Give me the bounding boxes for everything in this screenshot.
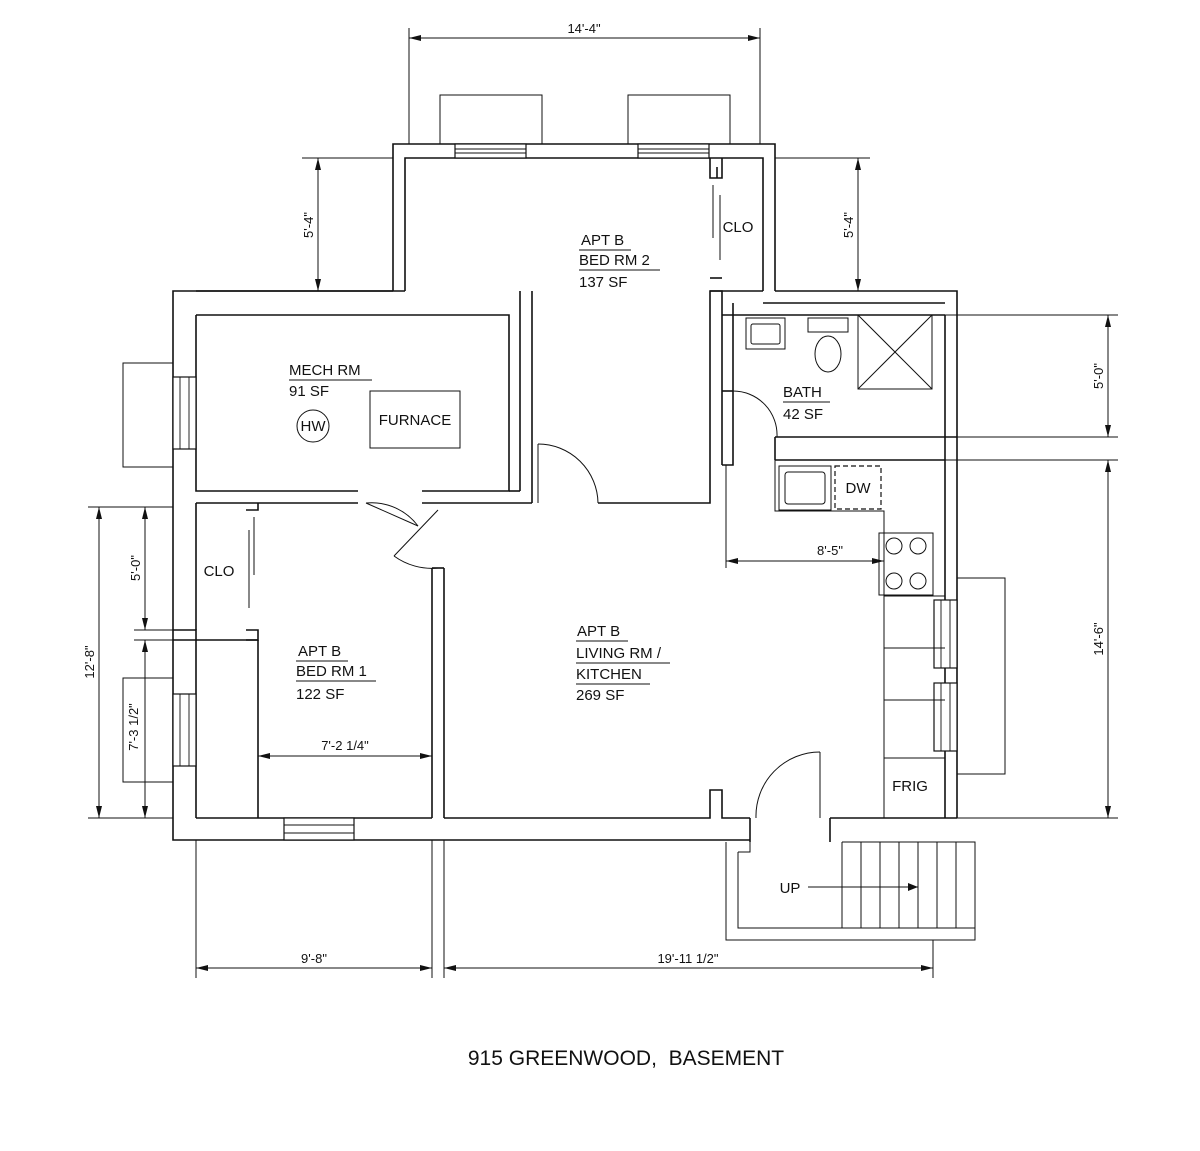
dimension-lines: 14'-4" 5'-4" 5'-4" 5'-0" 14'-6" 12'-8" xyxy=(82,21,1118,978)
dim-top-width: 14'-4" xyxy=(567,21,601,36)
room-bed1-line1: APT B xyxy=(298,643,341,660)
room-bed2-line2: BED RM 2 xyxy=(579,252,650,269)
window xyxy=(172,693,197,767)
toilet-bowl xyxy=(814,335,842,373)
room-bed1-line2: BED RM 1 xyxy=(296,663,367,680)
dim-bottom-left: 9'-8" xyxy=(301,951,327,966)
window xyxy=(454,143,527,159)
dishwasher-label: DW xyxy=(846,480,872,497)
room-bed2-line1: APT B xyxy=(581,232,624,249)
room-mech: MECH RM 91 SF xyxy=(289,362,372,400)
exterior-walls xyxy=(172,143,958,842)
furnace xyxy=(369,390,461,449)
room-mech-area: 91 SF xyxy=(289,383,329,400)
room-living-line3: KITCHEN xyxy=(576,666,642,683)
room-bath-line1: BATH xyxy=(783,384,822,401)
dim-left-lower: 7'-3 1/2" xyxy=(126,703,141,751)
dishwasher xyxy=(834,465,882,510)
room-bed2: APT B BED RM 2 137 SF xyxy=(579,232,660,291)
window-well xyxy=(627,94,731,145)
room-bath: BATH 42 SF xyxy=(783,384,830,423)
water-heater-label: HW xyxy=(301,418,327,435)
bath-sink xyxy=(745,317,786,350)
closet-label-top: CLO xyxy=(723,219,754,236)
window xyxy=(283,817,355,841)
toilet-tank xyxy=(807,317,849,333)
exterior-stairs: UP xyxy=(725,841,976,941)
window xyxy=(933,682,958,752)
dim-left-upper: 5'-0" xyxy=(128,555,143,581)
room-bed1: APT B BED RM 1 122 SF xyxy=(296,643,376,703)
dim-overall-left: 12'-8" xyxy=(82,645,97,679)
doors xyxy=(248,185,821,819)
kitchen-sink xyxy=(778,465,832,511)
dim-right-bump: 5'-4" xyxy=(841,212,856,238)
window xyxy=(172,376,197,450)
dim-left-bump: 5'-4" xyxy=(301,212,316,238)
room-bed1-area: 122 SF xyxy=(296,686,344,703)
stair-label: UP xyxy=(780,880,801,897)
room-living-line2: LIVING RM / xyxy=(576,645,662,662)
room-mech-line1: MECH RM xyxy=(289,362,361,379)
range xyxy=(878,532,934,596)
fridge-label: FRIG xyxy=(892,778,928,795)
fixtures: FURNACE HW DW FRIG CLO CL xyxy=(204,219,945,818)
room-bed2-area: 137 SF xyxy=(579,274,627,291)
furnace-label: FURNACE xyxy=(379,412,452,429)
window xyxy=(933,599,958,669)
dim-kitchen-width: 8'-5" xyxy=(817,543,843,558)
windows xyxy=(122,94,1006,841)
interior-walls xyxy=(173,158,957,818)
dim-bed1-width: 7'-2 1/4" xyxy=(321,738,369,753)
window-well xyxy=(439,94,543,145)
dim-bath-height: 5'-0" xyxy=(1091,363,1106,389)
dim-kitchen-height: 14'-6" xyxy=(1091,622,1106,656)
room-living: APT B LIVING RM / KITCHEN 269 SF xyxy=(576,623,670,704)
window xyxy=(637,143,710,159)
closet-label-left: CLO xyxy=(204,563,235,580)
room-bath-area: 42 SF xyxy=(783,406,823,423)
plan-title: 915 GREENWOOD, BASEMENT xyxy=(468,1047,784,1070)
dim-bottom-right: 19'-11 1/2" xyxy=(657,951,718,966)
window-well xyxy=(956,577,1006,775)
shower xyxy=(857,314,933,390)
room-living-area: 269 SF xyxy=(576,687,624,704)
water-heater xyxy=(296,409,330,443)
room-living-line1: APT B xyxy=(577,623,620,640)
window-well xyxy=(122,362,174,468)
